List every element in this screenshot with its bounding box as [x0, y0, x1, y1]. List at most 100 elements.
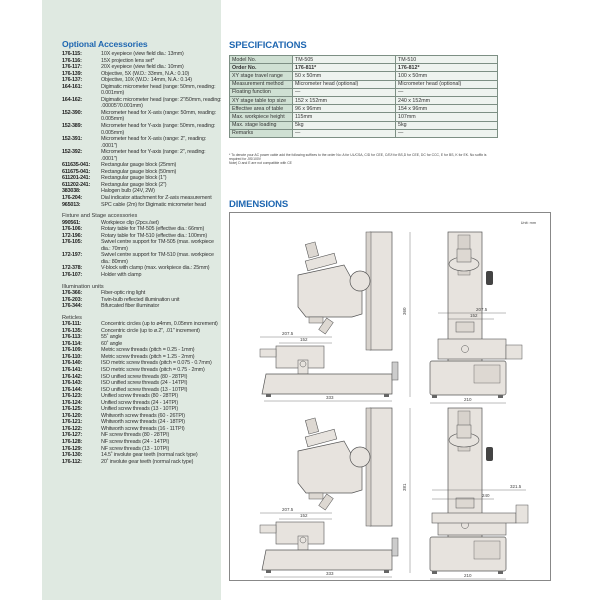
part-number: 176-105:: [62, 239, 82, 246]
part-description: 10X eyepiece (view field dia.: 13mm): [101, 51, 184, 57]
accessory-item: 176-204:Dial indicator attachment for Z-…: [62, 195, 222, 202]
tm510-front-height: 381: [402, 483, 407, 491]
tm505-side-view: [259, 231, 399, 402]
part-description: V-block with clamp (max. workpiece dia.:…: [101, 265, 210, 272]
part-number: 176-125:: [62, 406, 82, 413]
part-number: 176-120:: [62, 412, 82, 419]
spec-value-tm505: —: [292, 128, 396, 138]
accessory-item: 152-390:Micrometer head for X-axis (rang…: [62, 110, 222, 123]
spec-value-tm505: —: [292, 87, 396, 97]
accessory-item: 176-137: Objective, 10X (W.D.: 14mm, N.A.…: [62, 77, 222, 84]
accessory-item: 176-141:ISO metric screw threads (pitch …: [62, 367, 222, 374]
accessory-item: 176-105:Swivel centre support for TM-505…: [62, 239, 222, 252]
part-description: NF screw threads (13 - 10TPI): [101, 445, 170, 452]
part-number: 172-196:: [62, 232, 82, 239]
part-number: 176-123:: [62, 393, 82, 400]
part-description: Micrometer head for Y-axis (range: 50mm,…: [101, 123, 216, 136]
part-description: NF screw threads (80 - 28TPI): [101, 432, 170, 439]
accessory-item: 176-120:Whitworth screw threads (60 - 26…: [62, 413, 222, 420]
part-description: 14.5˚ involute gear teeth (normal rack t…: [101, 452, 198, 459]
part-number: 152-390:: [62, 109, 82, 116]
tm510-front-table-width: 240: [482, 493, 490, 498]
tm505-side-table-width: 152: [300, 337, 308, 342]
footnote-power-cable: * To denote your AC power cable add the …: [229, 153, 487, 161]
accessory-item: 176-106:Rotary table for TM-505 (effecti…: [62, 226, 222, 233]
fixture-stage-list: 990561:Workpiece clip (2pcs./set)176-106…: [62, 220, 222, 279]
accessory-item: 176-140:ISO metric screw threads (pitch …: [62, 360, 222, 367]
accessory-item: 176-125:Unified screw threads (13 - 10TP…: [62, 406, 222, 413]
part-description: Rotary table for TM-510 (effective dia.:…: [101, 232, 208, 239]
part-number: 176-124:: [62, 399, 82, 406]
part-description: Workpiece clip (2pcs./set): [101, 219, 159, 226]
accessory-item: 176-124:Unified screw threads (24 - 14TP…: [62, 400, 222, 407]
accessory-item: 383038: Halogen bulb (24V, 2W): [62, 188, 222, 195]
accessory-item: 176-130:14.5˚ involute gear teeth (norma…: [62, 452, 222, 459]
part-number: 176-144:: [62, 386, 82, 393]
spec-label: Remarks: [229, 128, 293, 138]
part-description: Metric screw threads (pitch = 0.25 - 1mm…: [101, 347, 195, 354]
part-number: 164-161:: [62, 83, 82, 90]
accessory-item: 176-111:Concentric circles (up to ø4mm, …: [62, 321, 222, 328]
spec-value-tm505: TM-505: [292, 54, 396, 65]
dimensions-heading: DIMENSIONS: [229, 199, 289, 210]
accessory-item: 176-366:Fiber-optic ring light: [62, 290, 222, 297]
tm510-front-overhang: 321.5: [510, 484, 522, 489]
tm510-side-view: [259, 407, 399, 578]
part-number: 176-344:: [62, 303, 82, 310]
optional-accessories-heading: Optional Accessories: [62, 39, 148, 49]
part-number: 176-140:: [62, 360, 82, 367]
tm505-side-base-length: 333: [326, 395, 334, 400]
part-number: 176-122:: [62, 425, 82, 432]
part-description: 60˚ angle: [101, 340, 123, 347]
part-description: Concentric circle (up to ø.2", .01" incr…: [101, 327, 200, 334]
part-description: Rectangular gauge block (25mm): [101, 162, 177, 169]
unit-label: Unit: mm: [520, 221, 536, 225]
accessory-item: 176-109:Metric screw threads (pitch = 0.…: [62, 347, 222, 354]
accessory-item: 176-127: NF screw threads (80 - 28TPI): [62, 432, 222, 439]
part-description: Halogen bulb (24V, 2W): [101, 188, 155, 195]
part-description: Objective, 10X (W.D.: 14mm, N.A.: 0.14): [101, 77, 192, 84]
spec-row: Remarks——: [229, 128, 498, 138]
spec-label: Order No.: [229, 63, 293, 73]
part-description: Dial indicator attachment for Z-axis mea…: [101, 195, 212, 202]
accessory-item: 176-110:Metric screw threads (pitch = 1.…: [62, 354, 222, 361]
accessory-item: 176-107:Holder with clamp: [62, 272, 222, 279]
accessory-item: 176-112:20˚ involute gear teeth (normal …: [62, 459, 222, 466]
accessory-item: 611201-241:Rectangular gauge block (1"): [62, 175, 222, 182]
part-number: 176-107:: [62, 272, 82, 278]
accessory-item: 172-378:V-block with clamp (max. workpie…: [62, 265, 222, 272]
part-description: 55˚ angle: [101, 334, 123, 341]
specifications-heading: SPECIFICATIONS: [229, 40, 307, 51]
accessory-item: 164-161: Digimatic micrometer head (range…: [62, 84, 222, 97]
footnote-ce-note: Note) D and E are not compatible with CE: [229, 161, 292, 165]
accessory-item: 172-197:Swivel centre support for TM-510…: [62, 252, 222, 265]
part-number: 611202-241:: [62, 181, 91, 188]
spec-row: Floating function——: [229, 87, 498, 97]
part-number: 176-117:: [62, 64, 82, 71]
part-number: 176-129:: [62, 445, 82, 452]
reticles-list: 176-111:Concentric circles (up to ø4mm, …: [62, 321, 222, 465]
accessory-item: 611635-041:Rectangular gauge block (25mm…: [62, 162, 222, 169]
accessory-item: 176-116:15X projection lens set*: [62, 58, 222, 65]
tm505-front-base-width: 210: [464, 397, 472, 402]
part-number: 152-391:: [62, 136, 82, 143]
part-description: ISO unified screw threads (80 - 28TPI): [101, 373, 188, 380]
spec-value-tm505: 50 x 50mm: [292, 71, 396, 81]
accessory-item: 176-142:ISO unified screw threads (80 - …: [62, 374, 222, 381]
part-description: Digimatic micrometer head (range: 50mm, …: [101, 83, 216, 97]
accessory-item: 152-392:Micrometer head for Y-axis (rang…: [62, 149, 222, 162]
part-number: 152-389:: [62, 123, 82, 130]
part-description: Rectangular gauge block (50mm): [101, 168, 177, 175]
part-number: 176-127:: [62, 432, 82, 439]
part-description: 20˚ involute gear teeth (normal rack typ…: [101, 458, 194, 465]
tm505-side-overhang: 207.5: [282, 331, 294, 336]
part-number: 383038:: [62, 188, 81, 195]
spec-label: Model No.: [229, 54, 293, 65]
part-number: 176-137:: [62, 77, 82, 84]
part-number: 164-162:: [62, 96, 82, 103]
